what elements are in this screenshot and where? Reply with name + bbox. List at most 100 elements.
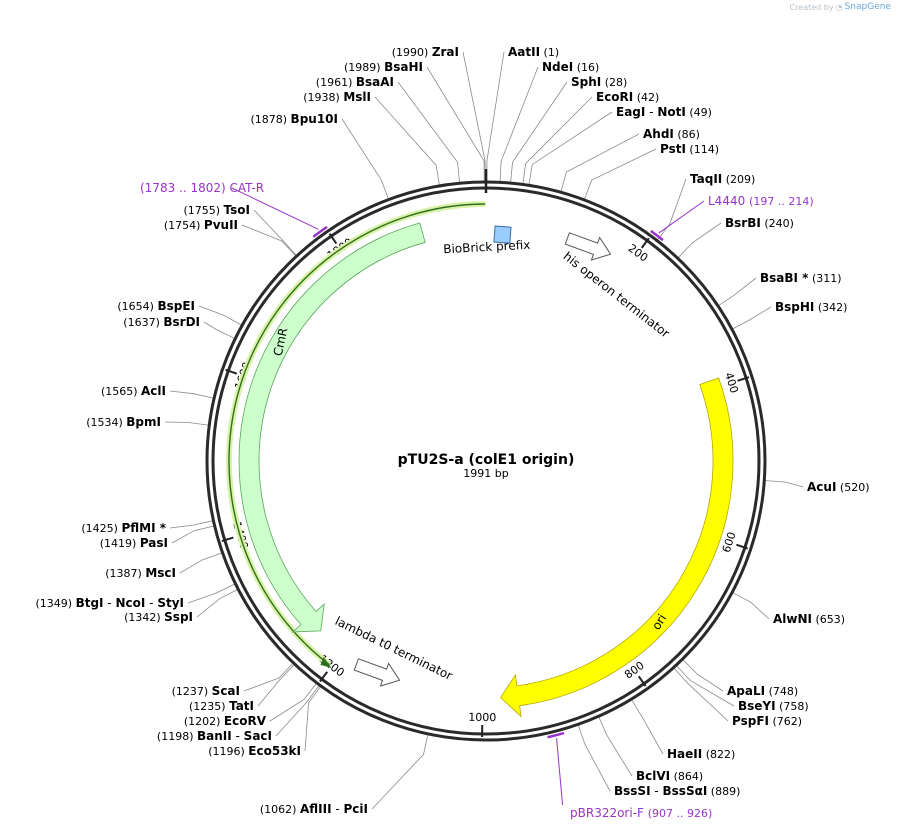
enzyme-tsoi-label[interactable]: (1755) TsoI bbox=[183, 203, 250, 217]
enzyme-pasi-label[interactable]: (1419) PasI bbox=[100, 536, 168, 550]
enzyme-bsabi-position: (311) bbox=[808, 272, 841, 285]
enzyme-tsoi-name: TsoI bbox=[224, 203, 250, 217]
enzyme-bclvi-leader bbox=[598, 717, 633, 777]
enzyme-acli-label[interactable]: (1565) AclI bbox=[101, 384, 166, 398]
enzyme-bpu10i-name: Bpu10I bbox=[291, 112, 338, 126]
enzyme-alwni-label[interactable]: AlwNI (653) bbox=[773, 612, 845, 626]
enzyme-banii-saci-sep: - bbox=[232, 729, 244, 743]
enzyme-scai-label[interactable]: (1237) ScaI bbox=[172, 684, 240, 698]
enzyme-bseyi-label[interactable]: BseYI (758) bbox=[738, 699, 809, 713]
enzyme-acui-name: AcuI bbox=[807, 480, 836, 494]
enzyme-eco53ki-position: (1196) bbox=[208, 745, 248, 758]
enzyme-ecorv-label[interactable]: (1202) EcoRV bbox=[184, 714, 267, 728]
primer-pbr322ori-f[interactable] bbox=[547, 731, 565, 739]
enzyme-haeii-name: HaeII bbox=[667, 747, 702, 761]
enzyme-afliii-pcii-position: (1062) bbox=[260, 803, 300, 816]
feature-cmr[interactable] bbox=[238, 222, 426, 633]
enzyme-alwni-position: (653) bbox=[812, 613, 845, 626]
enzyme-acli-leader bbox=[169, 390, 214, 399]
enzyme-ndei-leader bbox=[499, 66, 539, 182]
tick-1800 bbox=[328, 233, 338, 245]
enzyme-ndei-label[interactable]: NdeI (16) bbox=[542, 60, 599, 74]
enzyme-haeii-leader bbox=[631, 699, 664, 755]
enzyme-bsahi-label[interactable]: (1989) BsaHI bbox=[344, 60, 423, 74]
primer-l4440[interactable] bbox=[650, 229, 664, 242]
enzyme-ahdi-label[interactable]: AhdI (86) bbox=[643, 127, 700, 141]
enzyme-sphi-label[interactable]: SphI (28) bbox=[571, 75, 627, 89]
enzyme-pvuii-label[interactable]: (1754) PvuII bbox=[164, 218, 238, 232]
enzyme-ecori-leader bbox=[522, 96, 593, 184]
enzyme-bpmi-position: (1534) bbox=[86, 416, 126, 429]
enzyme-bspei-position: (1654) bbox=[117, 300, 157, 313]
enzyme-bpu10i-label[interactable]: (1878) Bpu10I bbox=[250, 112, 338, 126]
enzyme-msli-label[interactable]: (1938) MslI bbox=[303, 90, 371, 104]
primer-l4440-name: L4440 bbox=[708, 194, 749, 208]
enzyme-haeii-label[interactable]: HaeII (822) bbox=[667, 747, 735, 761]
feature-cmr-label: CmR bbox=[271, 327, 291, 358]
enzyme-bclvi-label[interactable]: BclVI (864) bbox=[636, 769, 703, 783]
enzyme-aatii-label[interactable]: AatII (1) bbox=[508, 45, 559, 59]
enzyme-banii-saci-position: (1198) bbox=[157, 730, 197, 743]
enzyme-ecori-label[interactable]: EcoRI (42) bbox=[596, 90, 659, 104]
enzyme-acui-position: (520) bbox=[836, 481, 869, 494]
enzyme-bpmi-leader bbox=[164, 421, 209, 426]
enzyme-bpmi-label[interactable]: (1534) BpmI bbox=[86, 415, 161, 429]
enzyme-pspfi-leader bbox=[673, 668, 729, 722]
enzyme-zrai-position: (1990) bbox=[392, 46, 432, 59]
feature-his-term[interactable] bbox=[563, 227, 614, 265]
enzyme-sspi-label[interactable]: (1342) SspI bbox=[124, 610, 193, 624]
enzyme-bsrdi-label[interactable]: (1637) BsrDI bbox=[123, 315, 200, 329]
enzyme-bspei-label[interactable]: (1654) BspEI bbox=[117, 299, 195, 313]
enzyme-btgi-ncoi-label[interactable]: (1349) BtgI - NcoI - StyI bbox=[36, 596, 185, 610]
feature-lambda-term[interactable] bbox=[352, 653, 403, 691]
enzyme-eagi-noti-leader bbox=[528, 111, 613, 185]
enzyme-sspi-name: SspI bbox=[164, 610, 193, 624]
enzyme-eagi-noti-label[interactable]: EagI - NotI (49) bbox=[616, 105, 712, 119]
enzyme-acli-position: (1565) bbox=[101, 385, 141, 398]
enzyme-tati-label[interactable]: (1235) TatI bbox=[189, 699, 254, 713]
enzyme-bsrdi-position: (1637) bbox=[123, 316, 163, 329]
enzyme-bpmi-name: BpmI bbox=[126, 415, 161, 429]
enzyme-psti-name: PstI bbox=[660, 142, 686, 156]
enzyme-bsssi-bsss-i-label[interactable]: BssSI - BssSαI (889) bbox=[614, 784, 740, 798]
enzyme-taqii-label[interactable]: TaqII (209) bbox=[690, 172, 755, 186]
primer-pbr322ori-f-range: (907 .. 926) bbox=[648, 807, 713, 820]
enzyme-psti-leader bbox=[584, 148, 657, 200]
feature-ori[interactable] bbox=[500, 377, 734, 718]
enzyme-eagi-noti-name: EagI bbox=[616, 105, 645, 119]
enzyme-banii-saci-label[interactable]: (1198) BanII - SacI bbox=[157, 729, 272, 743]
enzyme-scai-position: (1237) bbox=[172, 685, 212, 698]
enzyme-apali-label[interactable]: ApaLI (748) bbox=[727, 684, 798, 698]
enzyme-psti-label[interactable]: PstI (114) bbox=[660, 142, 719, 156]
credit-brand: SnapGene bbox=[844, 2, 891, 12]
enzyme-eagi-noti-name2: NotI bbox=[657, 105, 686, 119]
enzyme-bspei-name: BspEI bbox=[157, 299, 195, 313]
enzyme-pspfi-label[interactable]: PspFI (762) bbox=[732, 714, 802, 728]
enzyme-eco53ki-label[interactable]: (1196) Eco53kI bbox=[208, 744, 301, 758]
enzyme-labels: AatII (1)NdeI (16)SphI (28)EcoRI (42)Eag… bbox=[36, 45, 870, 816]
enzyme-pflmi-label[interactable]: (1425) PflMI * bbox=[81, 521, 166, 535]
enzyme-bseyi-position: (758) bbox=[776, 700, 809, 713]
enzyme-ecori-position: (42) bbox=[633, 91, 659, 104]
enzyme-bsssi-bsss-i-name: BssSI bbox=[614, 784, 651, 798]
enzyme-bsrbi-label[interactable]: BsrBI (240) bbox=[725, 216, 794, 230]
enzyme-pflmi-star: * bbox=[156, 521, 167, 535]
enzyme-bsaai-label[interactable]: (1961) BsaAI bbox=[316, 75, 394, 89]
enzyme-msci-position: (1387) bbox=[105, 567, 145, 580]
enzyme-apali-name: ApaLI bbox=[727, 684, 765, 698]
primer-cat-r-range: (1783 .. 1802) bbox=[140, 181, 230, 195]
enzyme-acui-label[interactable]: AcuI (520) bbox=[807, 480, 870, 494]
enzyme-msci-label[interactable]: (1387) MscI bbox=[105, 566, 176, 580]
enzyme-bsrdi-name: BsrDI bbox=[163, 315, 200, 329]
enzyme-alwni-name: AlwNI bbox=[773, 612, 812, 626]
enzyme-bseyi-name: BseYI bbox=[738, 699, 776, 713]
primer-cat-r[interactable] bbox=[312, 225, 328, 238]
enzyme-bsphi-label[interactable]: BspHI (342) bbox=[775, 300, 847, 314]
enzyme-afliii-pcii-label[interactable]: (1062) AflIII - PciI bbox=[260, 802, 368, 816]
enzyme-ecorv-name: EcoRV bbox=[224, 714, 267, 728]
feature-biobrick-prefix[interactable] bbox=[493, 225, 512, 244]
enzyme-zrai-label[interactable]: (1990) ZraI bbox=[392, 45, 459, 59]
enzyme-bsabi-label[interactable]: BsaBI * (311) bbox=[760, 271, 842, 285]
enzyme-scai-name: ScaI bbox=[212, 684, 240, 698]
